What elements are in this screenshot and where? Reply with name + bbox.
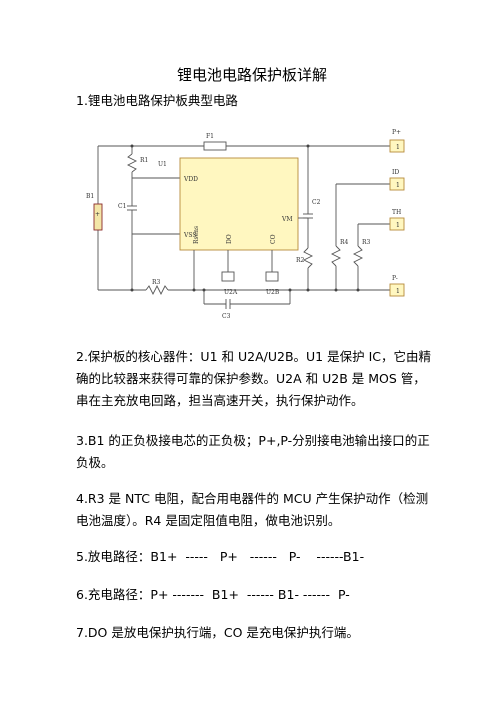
label-th: TH bbox=[392, 209, 401, 216]
paragraph-4: 4.R3 是 NTC 电阻，配合用电器件的 MCU 产生保护动作（检测电池温度）… bbox=[76, 491, 429, 528]
paragraph-6: 6.充电路径：P+ ------- B1+ ------ B1- ------ … bbox=[76, 587, 350, 602]
label-rsens: Rsens bbox=[193, 226, 200, 244]
label-u2b: U2B bbox=[266, 289, 280, 296]
section-heading: 1.锂电池电路保护板典型电路 bbox=[76, 93, 238, 108]
label-u1: U1 bbox=[158, 161, 167, 168]
label-id: ID bbox=[392, 169, 399, 176]
label-plus: + bbox=[95, 211, 100, 218]
label-r4: R4 bbox=[340, 239, 349, 246]
label-r2: R2 bbox=[296, 257, 305, 264]
pin-2: 1 bbox=[396, 182, 400, 189]
pin-3: 1 bbox=[396, 222, 400, 229]
label-r1: R1 bbox=[140, 157, 148, 164]
paragraph-5: 5.放电路径：B1+ ----- P+ ------ P- ------B1- bbox=[76, 549, 365, 564]
label-do: DO bbox=[226, 234, 233, 244]
page-title: 锂电池电路保护板详解 bbox=[176, 66, 327, 84]
label-u2a: U2A bbox=[224, 289, 238, 296]
label-f1: F1 bbox=[206, 133, 214, 140]
pin-4: 1 bbox=[396, 288, 400, 295]
label-vm: VM bbox=[281, 216, 292, 223]
pin-1: 1 bbox=[396, 144, 400, 151]
circuit-diagram: F1 P+ 1 ID 1 TH 1 P- 1 R1 U1 VDD VSS VM … bbox=[86, 129, 405, 320]
label-vdd: VDD bbox=[183, 176, 198, 183]
label-co: CO bbox=[270, 234, 277, 244]
label-c1: C1 bbox=[118, 203, 126, 210]
label-c2: C2 bbox=[312, 199, 321, 206]
label-c3: C3 bbox=[222, 313, 231, 320]
label-pminus: P- bbox=[392, 275, 398, 282]
paragraph-3: 3.B1 的正负极接电芯的正负极；P+,P-分别接电池输出接口的正负极。 bbox=[76, 433, 430, 470]
label-pplus: P+ bbox=[392, 129, 401, 136]
label-r5: R3 bbox=[152, 279, 161, 286]
paragraph-7: 7.DO 是放电保护执行端，CO 是充电保护执行端。 bbox=[76, 625, 359, 640]
label-b1: B1 bbox=[86, 193, 94, 200]
label-vss: VSS bbox=[183, 232, 196, 239]
label-r3: R3 bbox=[362, 239, 371, 246]
paragraph-2: 2.保护板的核心器件：U1 和 U2A/U2B。U1 是保护 IC，它由精确的比… bbox=[76, 349, 431, 408]
